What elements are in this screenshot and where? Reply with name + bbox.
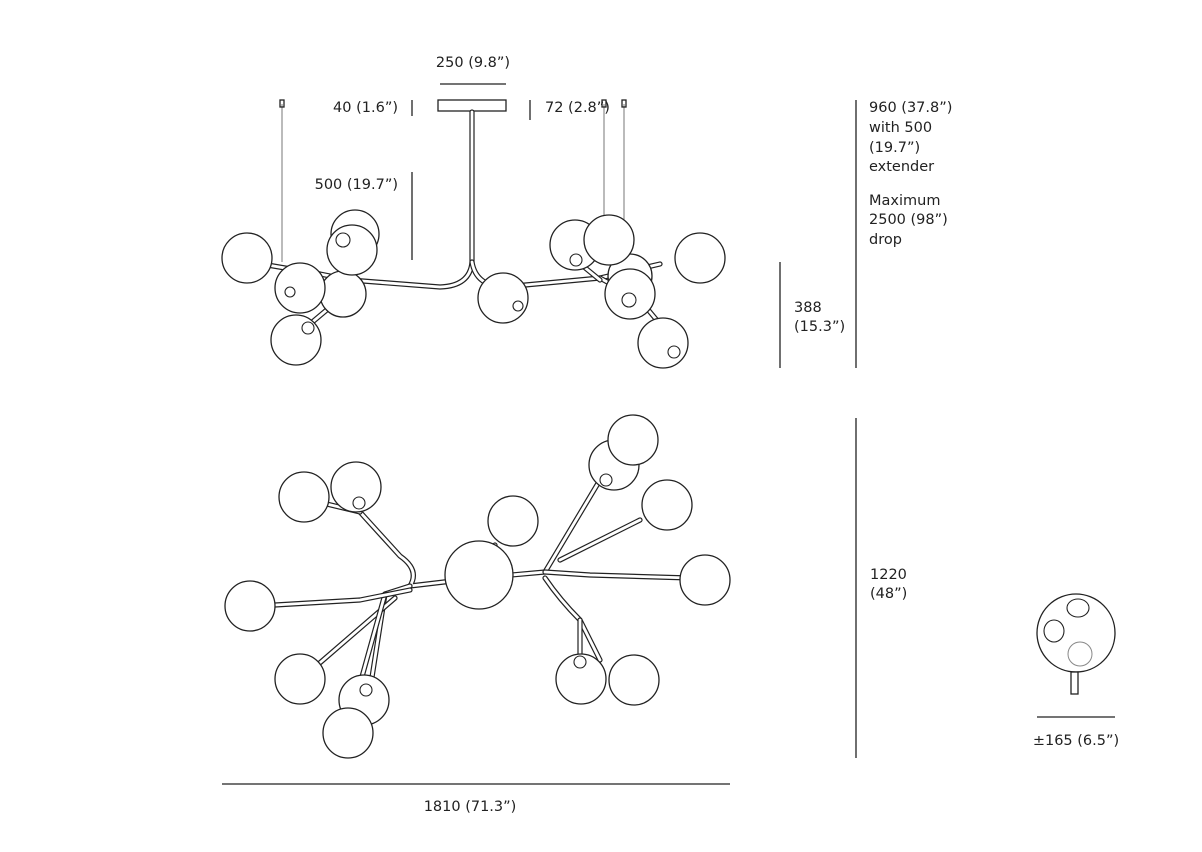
globe [641, 479, 693, 531]
globe [607, 414, 659, 466]
globe [583, 214, 635, 266]
wire-anchor-left [279, 99, 285, 108]
label-canopy-offset: 72 (2.8”) [545, 100, 610, 116]
globe-detail-socket [1070, 671, 1079, 695]
globe [274, 262, 326, 314]
label-canopy-height: 40 (1.6”) [333, 100, 398, 116]
globe [322, 707, 374, 759]
wire-anchor-right-b [621, 99, 627, 108]
label-body-height-line1: 388 [794, 300, 822, 316]
globe [679, 554, 731, 606]
label-globe-diameter: ±165 (6.5”) [1033, 733, 1119, 749]
globe [326, 224, 378, 276]
label-max-drop-line2: 2500 (98”) [869, 212, 948, 228]
globe [270, 314, 322, 366]
globe [278, 471, 330, 523]
label-overall-height-line4: extender [869, 159, 934, 175]
globe-back [319, 270, 367, 318]
label-depth-line2: (48”) [870, 586, 907, 602]
label-depth-line1: 1220 [870, 567, 907, 583]
globe [477, 272, 529, 324]
label-overall-width: 1810 (71.3”) [424, 799, 517, 815]
label-max-drop-line1: Maximum [869, 193, 940, 209]
globe-detail [1036, 593, 1116, 718]
globe [608, 654, 660, 706]
plan-view [222, 414, 857, 785]
label-canopy-width: 250 (9.8”) [436, 55, 510, 71]
wire-anchor-right-a [601, 99, 607, 108]
elevation-view [221, 83, 857, 369]
label-stem-length: 500 (19.7”) [315, 177, 398, 193]
globe [221, 232, 273, 284]
label-overall-height-line1: 960 (37.8”) [869, 100, 952, 116]
globe [330, 461, 382, 513]
globe [555, 653, 607, 705]
globe-center [444, 540, 514, 610]
globe [637, 317, 689, 369]
label-overall-height-line2: with 500 [869, 120, 932, 136]
globe [274, 653, 326, 705]
globe [674, 232, 726, 284]
label-overall-height-line3: (19.7”) [869, 140, 920, 156]
ceiling-canopy [437, 99, 507, 112]
label-max-drop-line3: drop [869, 232, 902, 248]
globe [487, 495, 539, 547]
label-body-height-line2: (15.3”) [794, 319, 845, 335]
globe [224, 580, 276, 632]
